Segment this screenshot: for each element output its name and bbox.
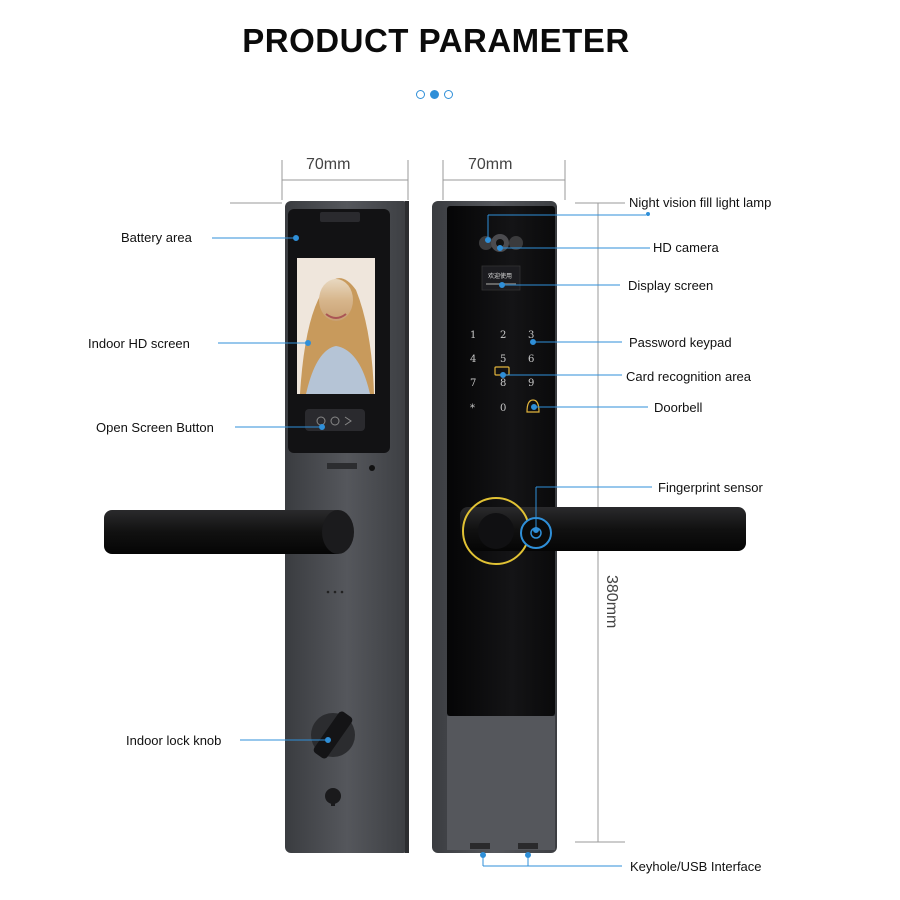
svg-text:4: 4 xyxy=(470,354,476,365)
battery-area-label: Battery area xyxy=(121,230,192,245)
right-width-label: 70mm xyxy=(468,156,513,173)
svg-text:8: 8 xyxy=(500,378,506,389)
left-width-label: 70mm xyxy=(306,156,351,173)
fingerprint-sensor-label: Fingerprint sensor xyxy=(658,480,763,495)
svg-text:*: * xyxy=(470,403,475,414)
height-dimension-label: 380mm xyxy=(603,575,620,628)
svg-text:6: 6 xyxy=(528,354,534,365)
carousel-dot[interactable] xyxy=(416,90,425,99)
carousel-dot-active[interactable] xyxy=(430,90,439,99)
svg-text:3: 3 xyxy=(528,330,534,341)
carousel-dot[interactable] xyxy=(444,90,453,99)
keypad-digits: 1 2 3 4 5 6 7 8 9 * 0 xyxy=(470,330,534,414)
svg-text:2: 2 xyxy=(500,330,506,341)
svg-text:5: 5 xyxy=(500,354,506,365)
display-screen-label: Display screen xyxy=(628,278,714,293)
doorbell-label: Doorbell xyxy=(654,400,703,415)
page-title: PRODUCT PARAMETER xyxy=(242,22,630,59)
svg-text:1: 1 xyxy=(470,330,476,341)
card-recognition-label: Card recognition area xyxy=(626,369,752,384)
svg-text:0: 0 xyxy=(500,403,506,414)
hd-camera-label: HD camera xyxy=(653,240,719,255)
night-light-label: Night vision fill light lamp xyxy=(629,195,772,210)
keyhole-usb-label: Keyhole/USB Interface xyxy=(630,859,762,874)
password-keypad-label: Password keypad xyxy=(629,335,732,350)
svg-text:7: 7 xyxy=(470,378,476,389)
callout-lines xyxy=(212,212,652,867)
svg-text:9: 9 xyxy=(528,378,534,389)
carousel-dots xyxy=(416,90,453,99)
indoor-lock-unit xyxy=(104,201,409,853)
indoor-screen-label: Indoor HD screen xyxy=(88,336,190,351)
svg-text:欢迎使用: 欢迎使用 xyxy=(488,272,512,280)
lock-knob-label: Indoor lock knob xyxy=(126,733,222,748)
open-screen-button-label: Open Screen Button xyxy=(96,420,214,435)
outdoor-lock-unit: 欢迎使用 1 2 3 4 5 6 7 8 9 * 0 xyxy=(432,201,746,853)
